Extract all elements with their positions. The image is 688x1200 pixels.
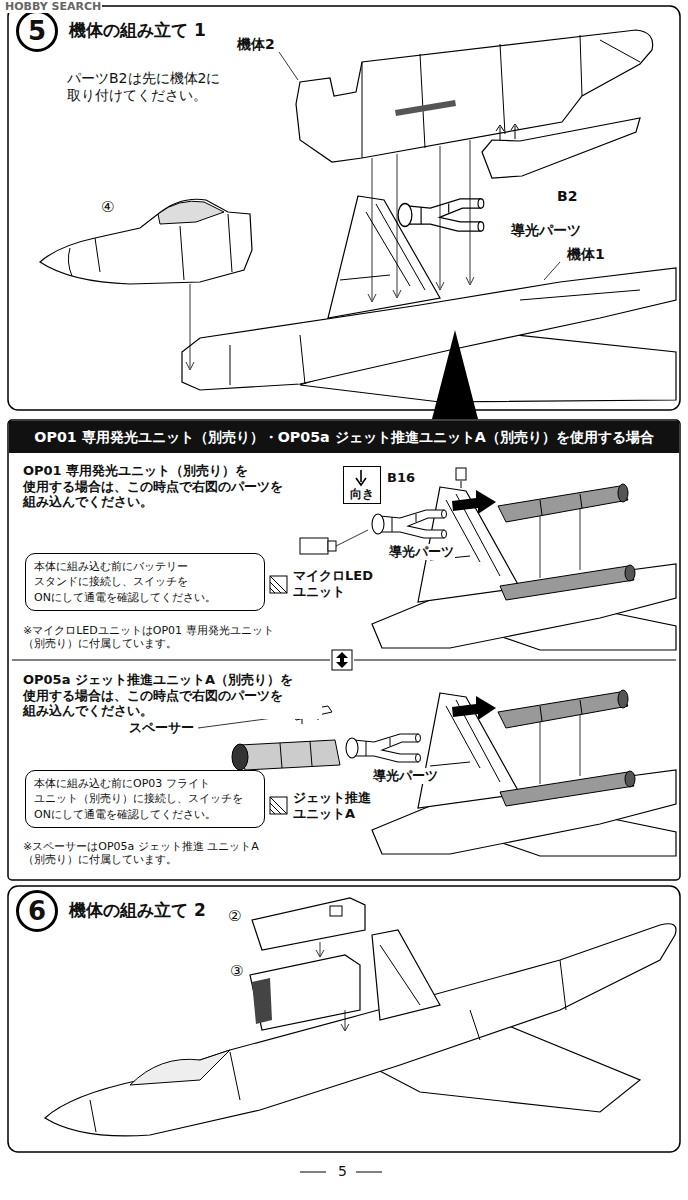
node-text: 向き [346,487,378,501]
step-number-text: 6 [28,898,46,924]
part-3 [252,978,272,1024]
part-3 [250,955,360,1030]
part-name: マイクロLED ユニット [292,568,384,599]
part-3 [250,955,360,1030]
direction-arrow [356,470,366,485]
assembly-line [279,52,298,80]
hatched-icon [270,576,287,593]
caution-box: 本体に組み込む前にOP03 フライト ユニット（別売り）に接続し、スイッチを O… [25,770,265,828]
part-name: B16 [386,470,416,486]
part-b16 [461,481,462,488]
micro-led-unit [300,530,368,554]
part-b2 [496,124,519,140]
assembly-line [544,262,560,280]
part-name: 導光パーツ [388,544,455,560]
part-name: B2 [556,188,578,205]
step-title: 機体の組み立て 2 [69,900,206,920]
step-number: 5機体の組み立て 1 [16,10,58,52]
assembly-line [316,942,324,957]
lower-fuselage [182,196,676,402]
part-name: 機体2 [236,36,276,53]
part-b16 [456,468,466,488]
instruction-text: OP05a ジェット推進ユニットA（別売り）を 使用する場合は、この時点で右図の… [22,672,322,719]
option-frame [8,420,680,880]
assembly-line [393,154,401,298]
step-number-text: 5 [28,18,46,44]
part-name: 導光パーツ [372,768,439,784]
illustration [346,734,421,762]
front-fuselage [158,201,224,224]
divider [12,650,676,670]
illustration [372,690,676,856]
part-name: 機体1 [566,246,606,263]
upper-fuselage [395,100,456,116]
callout-number: ④ [100,198,115,216]
part-b2 [482,118,640,178]
divider [332,650,352,670]
step-frame [8,6,680,410]
instruction-note: パーツB2は先に機体2に 取り付けてください。 [66,70,271,104]
hatched-icon [270,576,287,593]
node-text: 本体に組み込む前にバッテリー スタンドに接続し、スイッチを ONにして通電を確認… [34,559,256,605]
part-name: 導光パーツ [510,222,582,239]
hatched-icon [270,797,287,814]
jet-unit-a [232,744,248,770]
assembly-line [341,1010,349,1031]
part-b2 [482,118,640,178]
direction-tag: 向き [343,466,381,504]
micro-led-unit [328,541,336,551]
illustration [398,199,484,231]
footnote: ※スペーサーはOP05a ジェット推進 ユニットA（別売り）に付属しています。 [22,840,302,866]
front-fuselage [40,199,252,284]
direction-arrow [356,470,366,485]
step-frame [8,886,680,1152]
pointer [432,330,478,419]
lower-fuselage [230,204,640,385]
node-text: 本体に組み込む前にOP03 フライト ユニット（別売り）に接続し、スイッチを O… [34,776,256,822]
footnote: ※マイクロLEDユニットはOP01 専用発光ユニット（別売り）に付属しています。 [22,624,302,650]
assembly-line [436,146,444,290]
aircraft [372,930,440,1020]
assembly-line [316,942,349,1031]
hatched-icon [270,797,287,814]
option-banner: OP01 専用発光ユニット（別売り）・OP05a ジェット推進ユニットA（別売り… [9,421,679,453]
part-2 [330,906,342,916]
assembly-line [186,284,194,370]
jet-unit-a [280,741,312,768]
divider [336,652,348,668]
illustration [372,484,676,650]
callout-number: ② [227,907,242,925]
assembly-line [466,140,474,285]
hatched-icon [270,797,287,814]
step-number: 6機体の組み立て 2 [16,890,58,932]
node-text: OP01 専用発光ユニット（別売り）・OP05a ジェット推進ユニットA（別売り… [34,428,653,447]
callout-number: ③ [229,962,244,980]
jet-unit-a [240,740,340,770]
jet-unit-a [232,740,340,770]
part-name: ジェット推進 ユニットA [292,790,384,821]
instruction-text: OP01 専用発光ユニット（別売り）を 使用する場合は、この時点で右図のパーツを… [22,463,322,510]
micro-led-unit [300,538,328,554]
page-number: 5 [337,1163,348,1180]
front-fuselage [68,214,232,280]
part-b16 [456,468,466,480]
front-fuselage [40,199,252,284]
aircraft [45,924,676,1136]
caution-box: 本体に組み込む前にバッテリー スタンドに接続し、スイッチを ONにして通電を確認… [25,553,265,611]
hatched-icon [270,576,287,593]
part-2 [252,898,365,950]
part-2 [252,898,365,950]
part-name: スペーサー [128,720,195,736]
step-title: 機体の組み立て 1 [69,20,206,40]
micro-led-unit [336,530,368,546]
aircraft [90,945,566,1132]
watermark: HOBBY SEARCH [4,0,102,13]
aircraft [45,924,676,1136]
assembly-line [368,158,376,302]
illustration [372,510,447,538]
